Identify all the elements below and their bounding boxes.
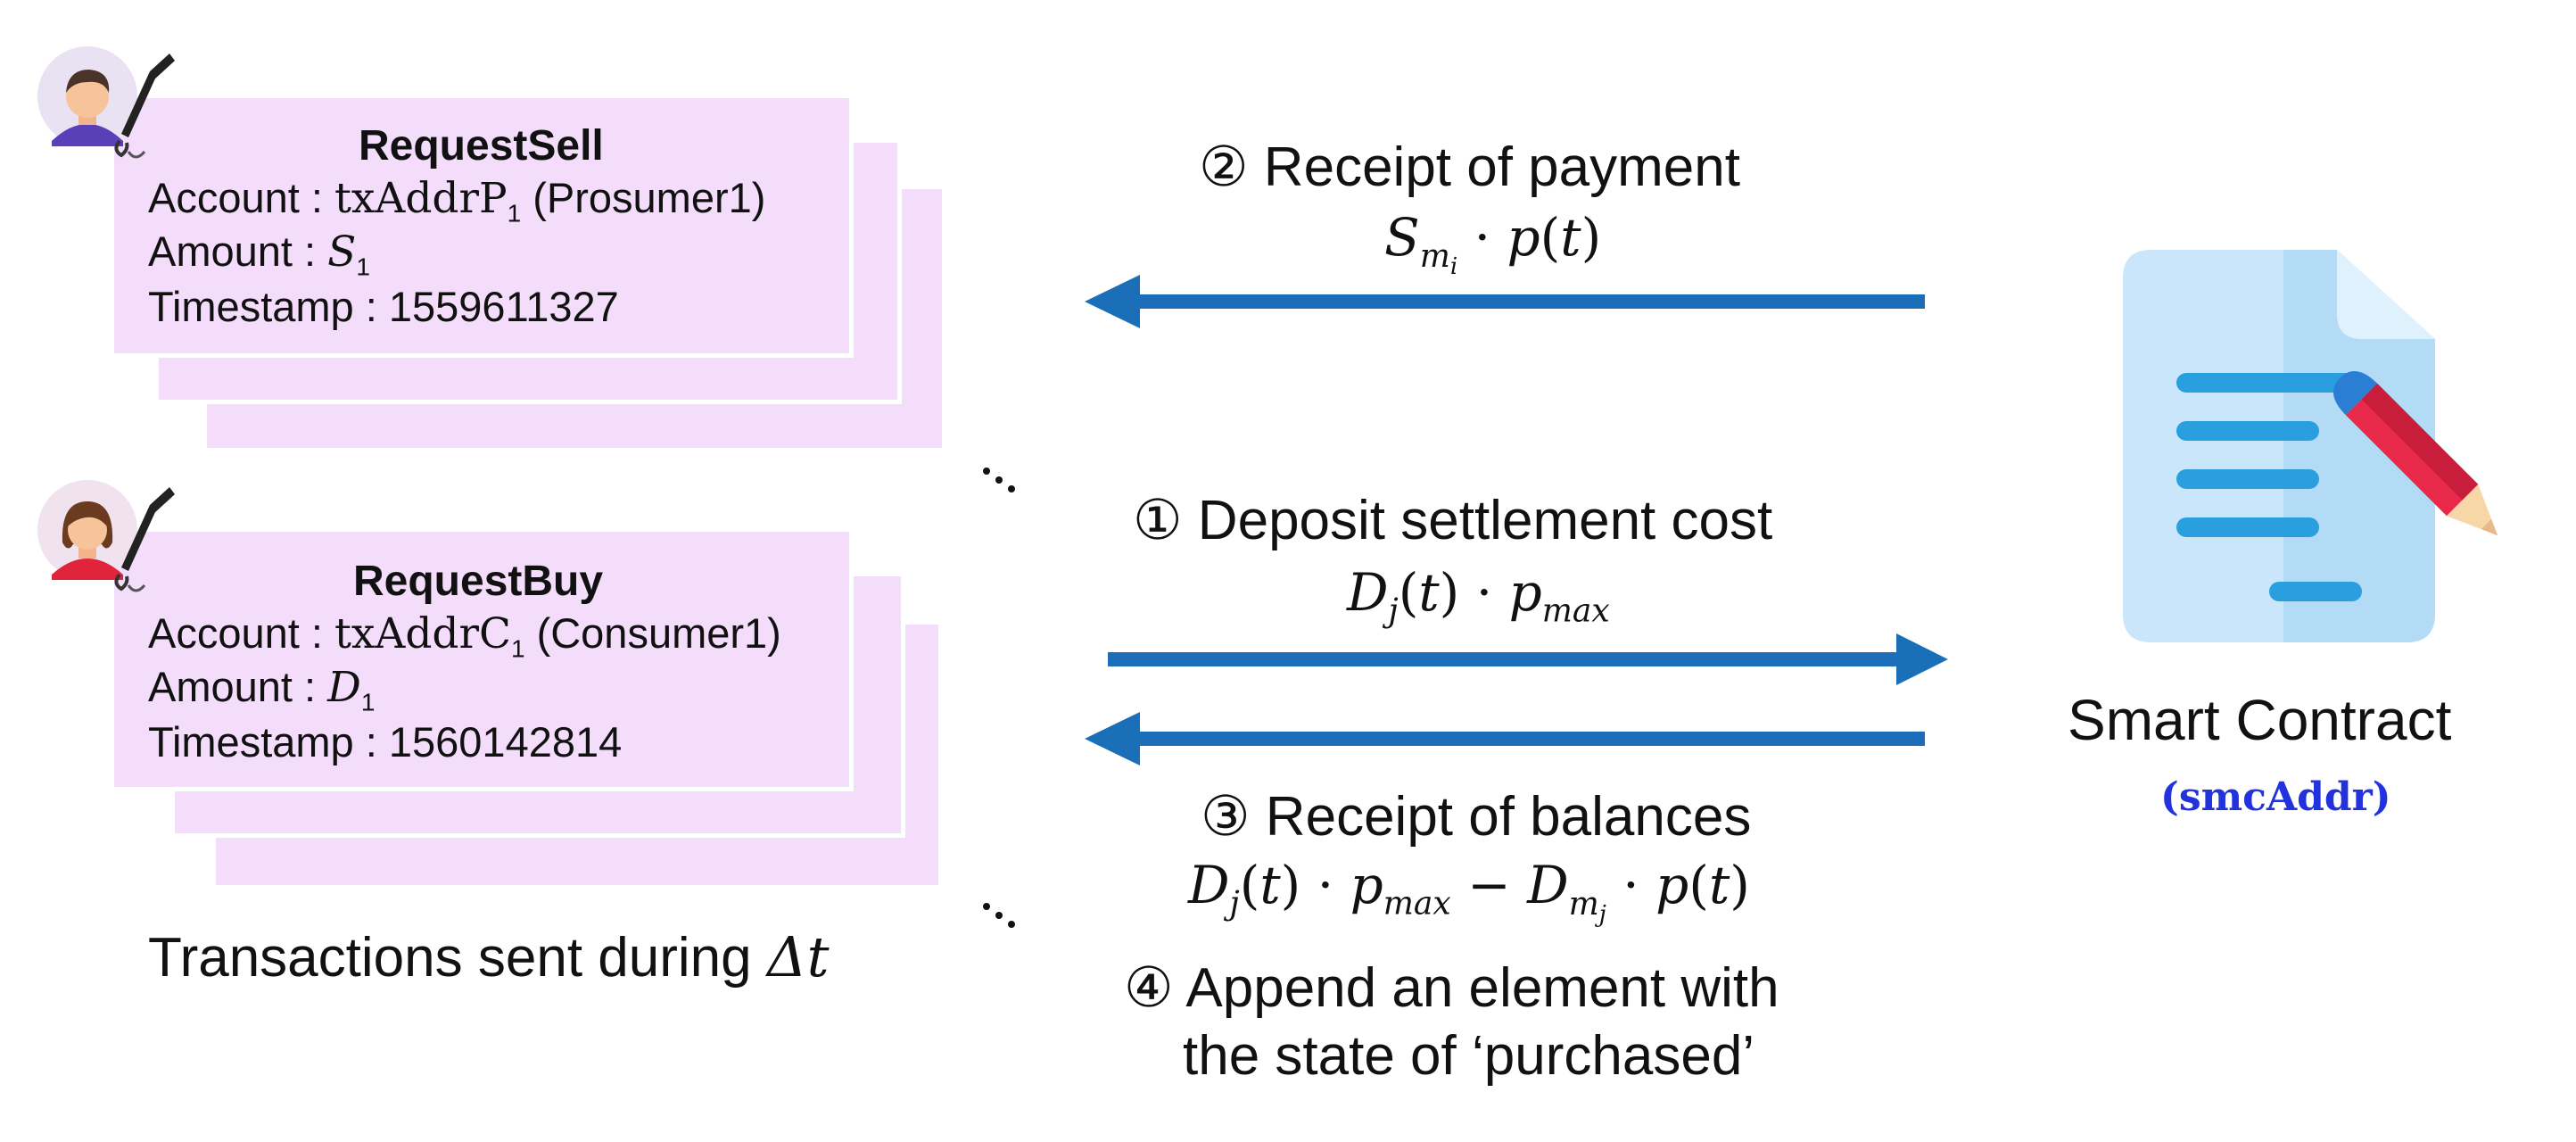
buy-account-value: txAddrC: [334, 609, 511, 658]
sell-timestamp-line: Timestamp : 1559611327: [148, 282, 619, 331]
ellipsis-dots-upper: [983, 468, 1015, 492]
sell-amount-label: Amount :: [148, 228, 328, 275]
arrow-deposit-right: [1108, 633, 1948, 685]
consumer-avatar-icon: [37, 480, 175, 592]
step3-label: ③ Receipt of balances: [1201, 786, 1752, 848]
step2-label: ② Receipt of payment: [1199, 137, 1740, 198]
sell-timestamp-label: Timestamp :: [148, 283, 389, 330]
sell-card-title: RequestSell: [359, 122, 604, 170]
sell-card-front: RequestSell Account : txAddrP1 (Prosumer…: [114, 98, 854, 358]
buy-timestamp-line: Timestamp : 1560142814: [148, 717, 622, 766]
sell-amount-sub: 1: [356, 252, 370, 281]
buy-account-line: Account : txAddrC1 (Consumer1): [148, 608, 781, 663]
pencil-icon: [2333, 371, 2498, 536]
sell-timestamp-value: 1559611327: [388, 283, 619, 330]
sell-amount-line: Amount : S1: [148, 227, 370, 281]
buy-card-title: RequestBuy: [353, 558, 604, 605]
step4-line1: ④ Append an element with: [1124, 957, 1779, 1019]
buy-amount-line: Amount : D1: [148, 662, 375, 716]
sell-account-line: Account : txAddrP1 (Prosumer1): [148, 173, 765, 228]
smart-contract-address: (smcAddr): [2160, 774, 2391, 820]
buy-timestamp-value: 1560142814: [388, 718, 623, 765]
buy-amount-label: Amount :: [148, 663, 328, 710]
arrow-balances-left: [1085, 712, 1925, 765]
sell-account-sub: 1: [507, 199, 522, 228]
sell-account-role: (Prosumer1): [533, 174, 766, 221]
step1-label: ① Deposit settlement cost: [1133, 490, 1773, 551]
step1-formula: Dj(t) · pmax: [1347, 562, 1610, 630]
step3-formula: Dj(t) · pmax − Dmj · p(t): [1188, 855, 1750, 928]
buy-account-sub: 1: [510, 634, 525, 663]
sell-account-value: txAddrP: [334, 174, 508, 223]
smart-contract-label: Smart Contract: [2068, 688, 2452, 752]
step2-formula: Smi · p(t): [1384, 207, 1602, 280]
buy-timestamp-label: Timestamp :: [148, 718, 389, 765]
sell-account-label: Account :: [148, 174, 334, 221]
arrow-payment-left: [1085, 275, 1925, 328]
smart-contract-document-icon: [2123, 250, 2498, 642]
buy-amount-sub: 1: [360, 688, 376, 716]
sell-amount-var: S: [327, 228, 357, 277]
ellipsis-dots-lower: [983, 903, 1015, 928]
buy-account-label: Account :: [148, 609, 334, 657]
prosumer-avatar-icon: [37, 46, 175, 159]
caption-var: Δt: [766, 924, 830, 989]
buy-account-role: (Consumer1): [536, 609, 781, 657]
transactions-caption: Transactions sent during Δt: [148, 924, 830, 989]
step4-line2: the state of ‘purchased’: [1183, 1025, 1755, 1087]
buy-card-front: RequestBuy Account : txAddrC1 (Consumer1…: [114, 532, 854, 791]
buy-amount-var: D: [327, 663, 361, 712]
caption-text: Transactions sent during: [148, 927, 767, 989]
